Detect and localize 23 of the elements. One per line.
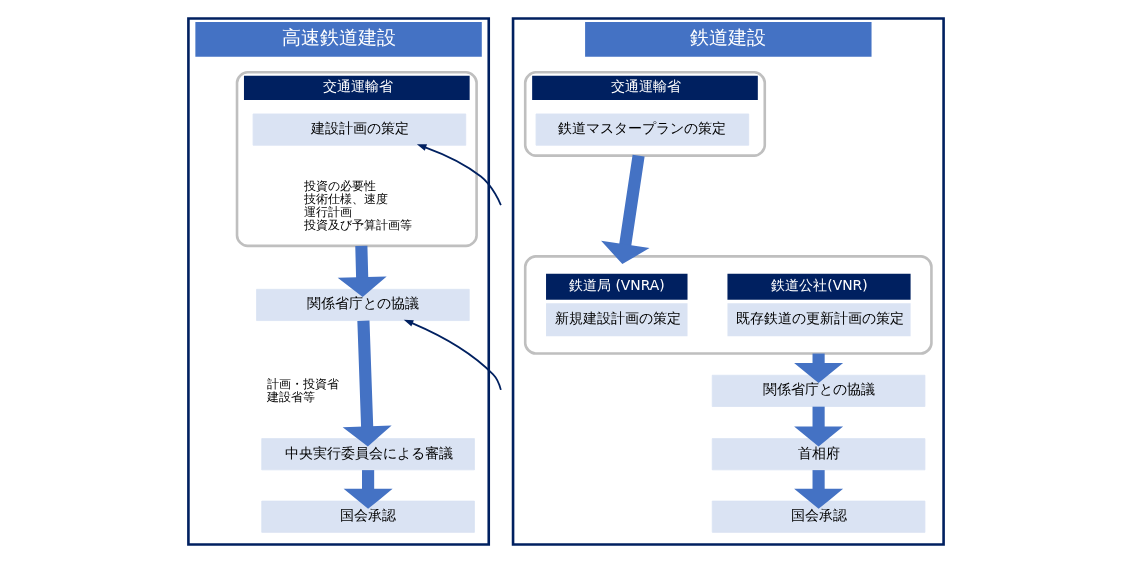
node-box: 鉄道マスタープランの策定: [535, 113, 749, 146]
node-box: 中央実行委員会による審議: [260, 438, 475, 471]
arrow: [793, 470, 843, 509]
node-label: 計画・投資省: [266, 376, 339, 391]
arrow: [416, 144, 502, 206]
node-box: 国会承認: [711, 500, 925, 533]
arrow: [793, 406, 843, 447]
node-box: 関係省庁との協議: [255, 288, 470, 321]
node-box: 首相府: [711, 438, 925, 471]
arrow: [600, 154, 650, 265]
node-label: 投資及び予算計画等: [303, 217, 412, 232]
arrow: [403, 319, 502, 391]
node-label: 運行計画: [303, 204, 352, 219]
node-label: 投資の必要性: [303, 178, 376, 193]
node-label: 建設省等: [266, 389, 315, 404]
node-box: 関係省庁との協議: [711, 374, 925, 407]
cluster: [523, 255, 933, 355]
arrow: [342, 320, 392, 447]
arrow: [337, 245, 387, 298]
arrow: [343, 470, 393, 509]
node-box: 建設計画の策定: [252, 113, 466, 146]
node-box: 国会承認: [260, 500, 475, 533]
node-label: 技術仕様、速度: [303, 191, 388, 206]
